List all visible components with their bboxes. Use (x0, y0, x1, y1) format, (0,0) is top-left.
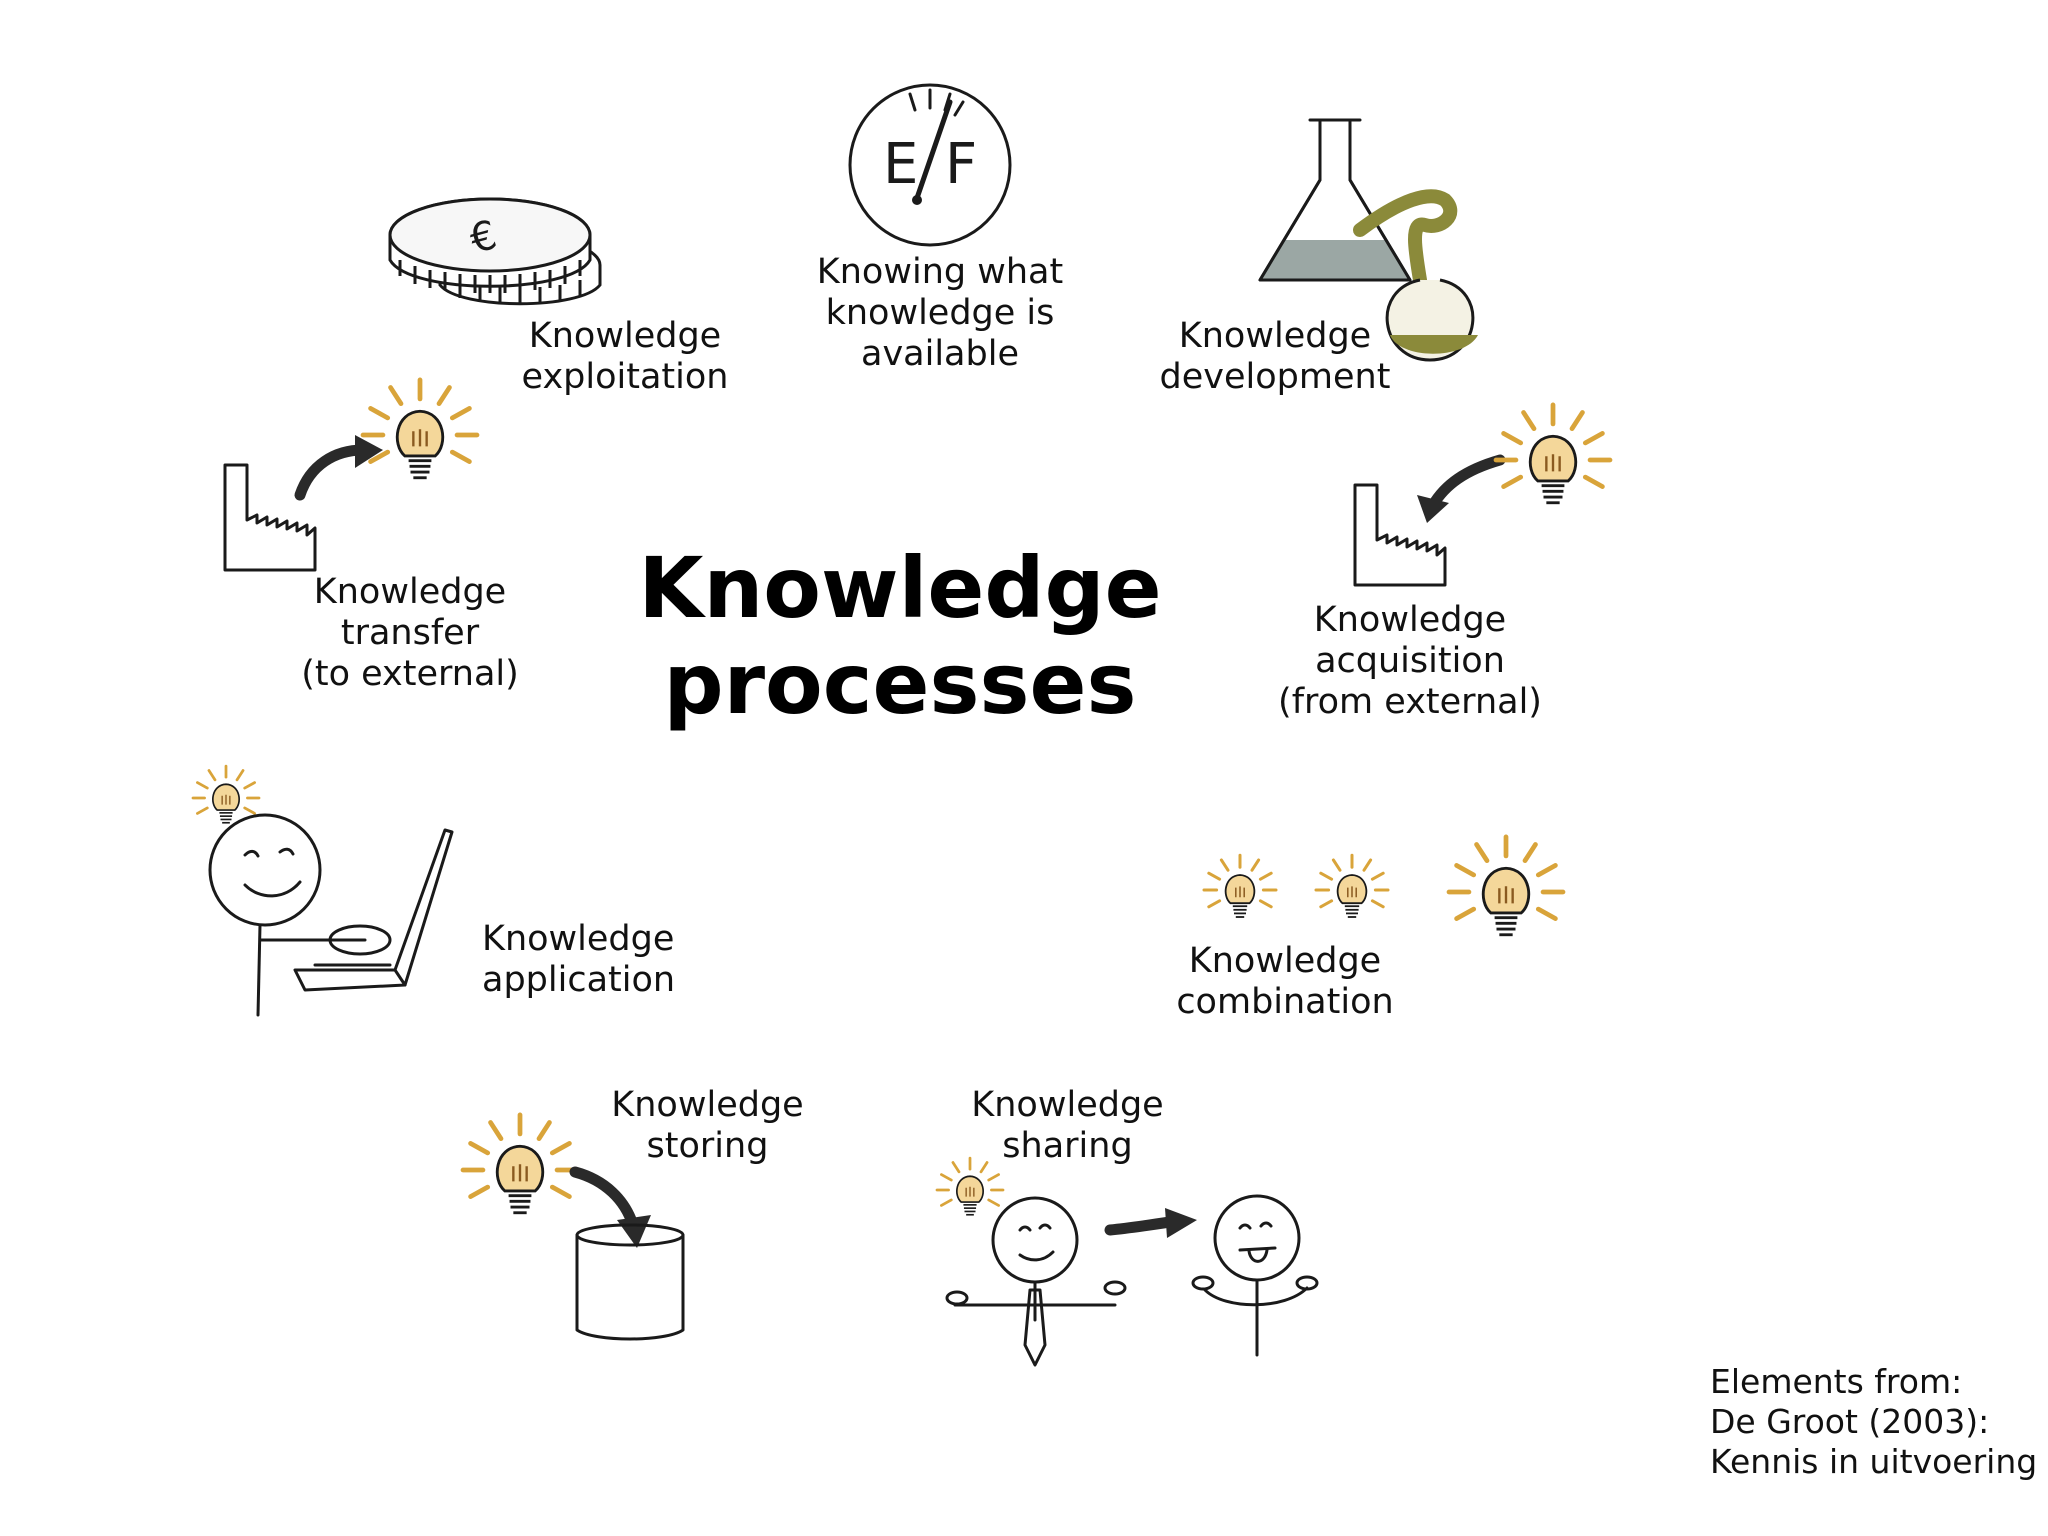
label-application: Knowledge application (482, 919, 676, 1000)
person-laptop-icon (191, 764, 454, 1017)
svg-text:F: F (945, 132, 977, 197)
lightbulb-container-icon (455, 1100, 685, 1341)
source-credit: Elements from: De Groot (2003): Kennis i… (1710, 1362, 2038, 1481)
fuel-gauge-icon: E F (848, 83, 1012, 247)
lightbulb-factory-icon (1353, 395, 1635, 587)
factory-lightbulb-icon (223, 380, 495, 572)
label-combination: Knowledge combination (1176, 941, 1394, 1022)
coins-icon: € (388, 197, 602, 306)
label-transfer: Knowledge transfer (to external) (301, 572, 519, 694)
lab-flask-icon (1258, 118, 1478, 362)
label-storing: Knowledge storing (611, 1085, 804, 1166)
label-exploitation: Knowledge exploitation (521, 316, 729, 397)
people-sharing-icon (935, 1156, 1319, 1367)
diagram-title: Knowledge processes (638, 539, 1162, 733)
label-acquisition: Knowledge acquisition (from external) (1278, 600, 1542, 722)
label-development: Knowledge development (1159, 316, 1391, 397)
svg-text:E: E (883, 132, 918, 197)
label-available: Knowing what knowledge is available (816, 252, 1064, 374)
label-sharing: Knowledge sharing (971, 1085, 1164, 1166)
